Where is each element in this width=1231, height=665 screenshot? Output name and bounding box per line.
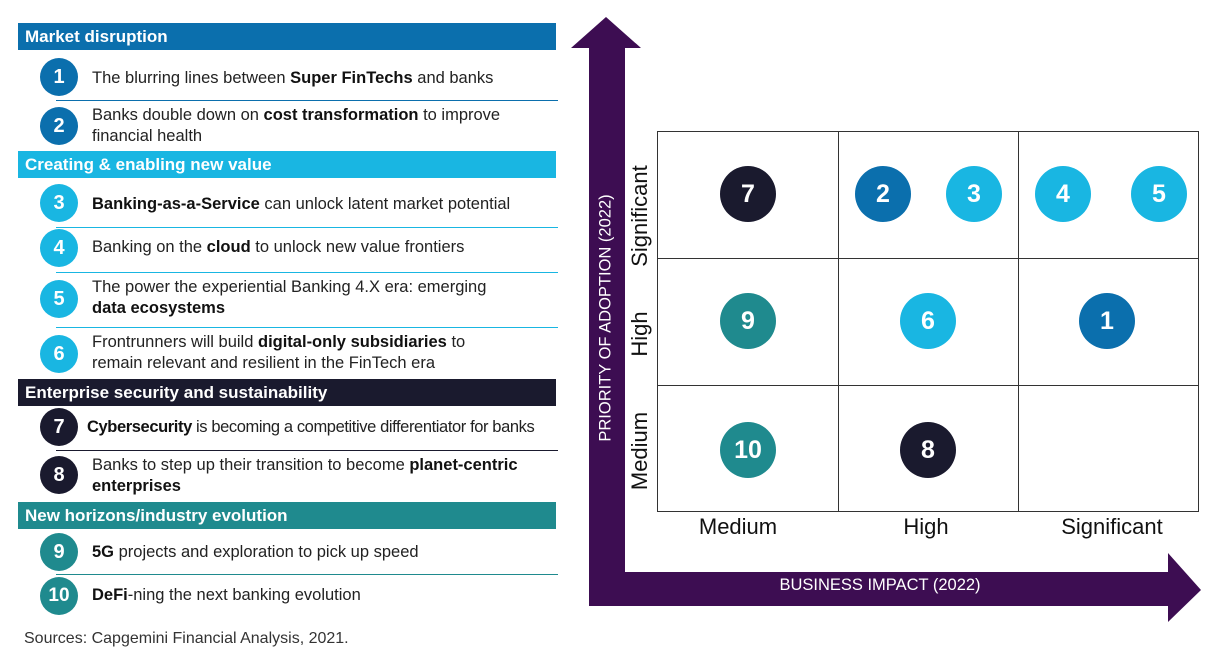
list-item: 10 DeFi-ning the next banking evolution bbox=[40, 577, 580, 617]
item-text: Frontrunners will build digital-only sub… bbox=[92, 333, 466, 372]
item-text: DeFi-ning the next banking evolution bbox=[92, 586, 361, 604]
bubble-3: 3 bbox=[946, 166, 1002, 222]
item-number-badge: 2 bbox=[40, 107, 78, 145]
list-item: 7 Cybersecurity is becoming a competitiv… bbox=[40, 408, 580, 448]
item-text: Banking on the cloud to unlock new value… bbox=[92, 238, 465, 256]
y-axis-title: PRIORITY OF ADOPTION (2022) bbox=[596, 194, 615, 442]
bubble-1: 1 bbox=[1079, 293, 1135, 349]
section-header-market-disruption: Market disruption bbox=[18, 23, 556, 50]
list-item: 3 Banking-as-a-Service can unlock latent… bbox=[40, 184, 580, 224]
divider bbox=[56, 227, 558, 228]
list-item: 4 Banking on the cloud to unlock new val… bbox=[40, 229, 580, 269]
item-number-badge: 10 bbox=[40, 577, 78, 615]
grid-line bbox=[1018, 131, 1019, 512]
list-item: 8 Banks to step up their transition to b… bbox=[40, 454, 580, 498]
item-number-badge: 3 bbox=[40, 184, 78, 222]
list-item: 1 The blurring lines between Super FinTe… bbox=[40, 58, 580, 98]
divider bbox=[56, 272, 558, 273]
y-level-label: Significant bbox=[627, 165, 652, 267]
item-number-badge: 6 bbox=[40, 335, 78, 373]
divider bbox=[56, 574, 558, 575]
item-text: The blurring lines between Super FinTech… bbox=[92, 69, 494, 87]
item-number-badge: 4 bbox=[40, 229, 78, 267]
item-text: Banking-as-a-Service can unlock latent m… bbox=[92, 195, 511, 213]
bubble-5: 5 bbox=[1131, 166, 1187, 222]
y-axis-arrow bbox=[571, 17, 641, 572]
item-number-badge: 1 bbox=[40, 58, 78, 96]
divider bbox=[56, 327, 558, 328]
item-number-badge: 8 bbox=[40, 456, 78, 494]
bubble-6: 6 bbox=[900, 293, 956, 349]
list-item: 2 Banks double down on cost transformati… bbox=[40, 105, 580, 149]
section-header-security: Enterprise security and sustainability bbox=[18, 379, 556, 406]
item-text: The power the experiential Banking 4.X e… bbox=[92, 278, 487, 317]
divider bbox=[56, 100, 558, 101]
x-level-label: Medium bbox=[698, 514, 778, 539]
bubble-2: 2 bbox=[855, 166, 911, 222]
grid-line bbox=[657, 258, 1199, 259]
bubble-7: 7 bbox=[720, 166, 776, 222]
x-axis-title: BUSINESS IMPACT (2022) bbox=[779, 576, 981, 594]
bubble-9: 9 bbox=[720, 293, 776, 349]
item-number-badge: 5 bbox=[40, 280, 78, 318]
source-note: Sources: Capgemini Financial Analysis, 2… bbox=[24, 630, 349, 647]
item-text: 5G projects and exploration to pick up s… bbox=[92, 543, 419, 561]
grid-line bbox=[657, 385, 1199, 386]
x-level-label: Significant bbox=[1061, 514, 1163, 539]
divider bbox=[56, 450, 558, 451]
y-level-label: High bbox=[627, 311, 652, 357]
x-axis-arrow bbox=[589, 553, 1201, 622]
impact-priority-matrix bbox=[657, 131, 1199, 512]
x-level-label: High bbox=[903, 514, 949, 539]
bubble-4: 4 bbox=[1035, 166, 1091, 222]
list-item: 6 Frontrunners will build digital-only s… bbox=[40, 331, 580, 375]
list-item: 5 The power the experiential Banking 4.X… bbox=[40, 276, 580, 322]
item-text: Cybersecurity is becoming a competitive … bbox=[87, 418, 535, 436]
grid-line bbox=[838, 131, 839, 512]
list-item: 9 5G projects and exploration to pick up… bbox=[40, 533, 580, 573]
bubble-8: 8 bbox=[900, 422, 956, 478]
bubble-10: 10 bbox=[720, 422, 776, 478]
y-level-label: Medium bbox=[627, 411, 652, 491]
section-header-new-value: Creating & enabling new value bbox=[18, 151, 556, 178]
section-header-new-horizons: New horizons/industry evolution bbox=[18, 502, 556, 529]
item-text: Banks double down on cost transformation… bbox=[92, 106, 501, 145]
item-number-badge: 9 bbox=[40, 533, 78, 571]
item-text: Banks to step up their transition to bec… bbox=[92, 456, 518, 495]
item-number-badge: 7 bbox=[40, 408, 78, 446]
